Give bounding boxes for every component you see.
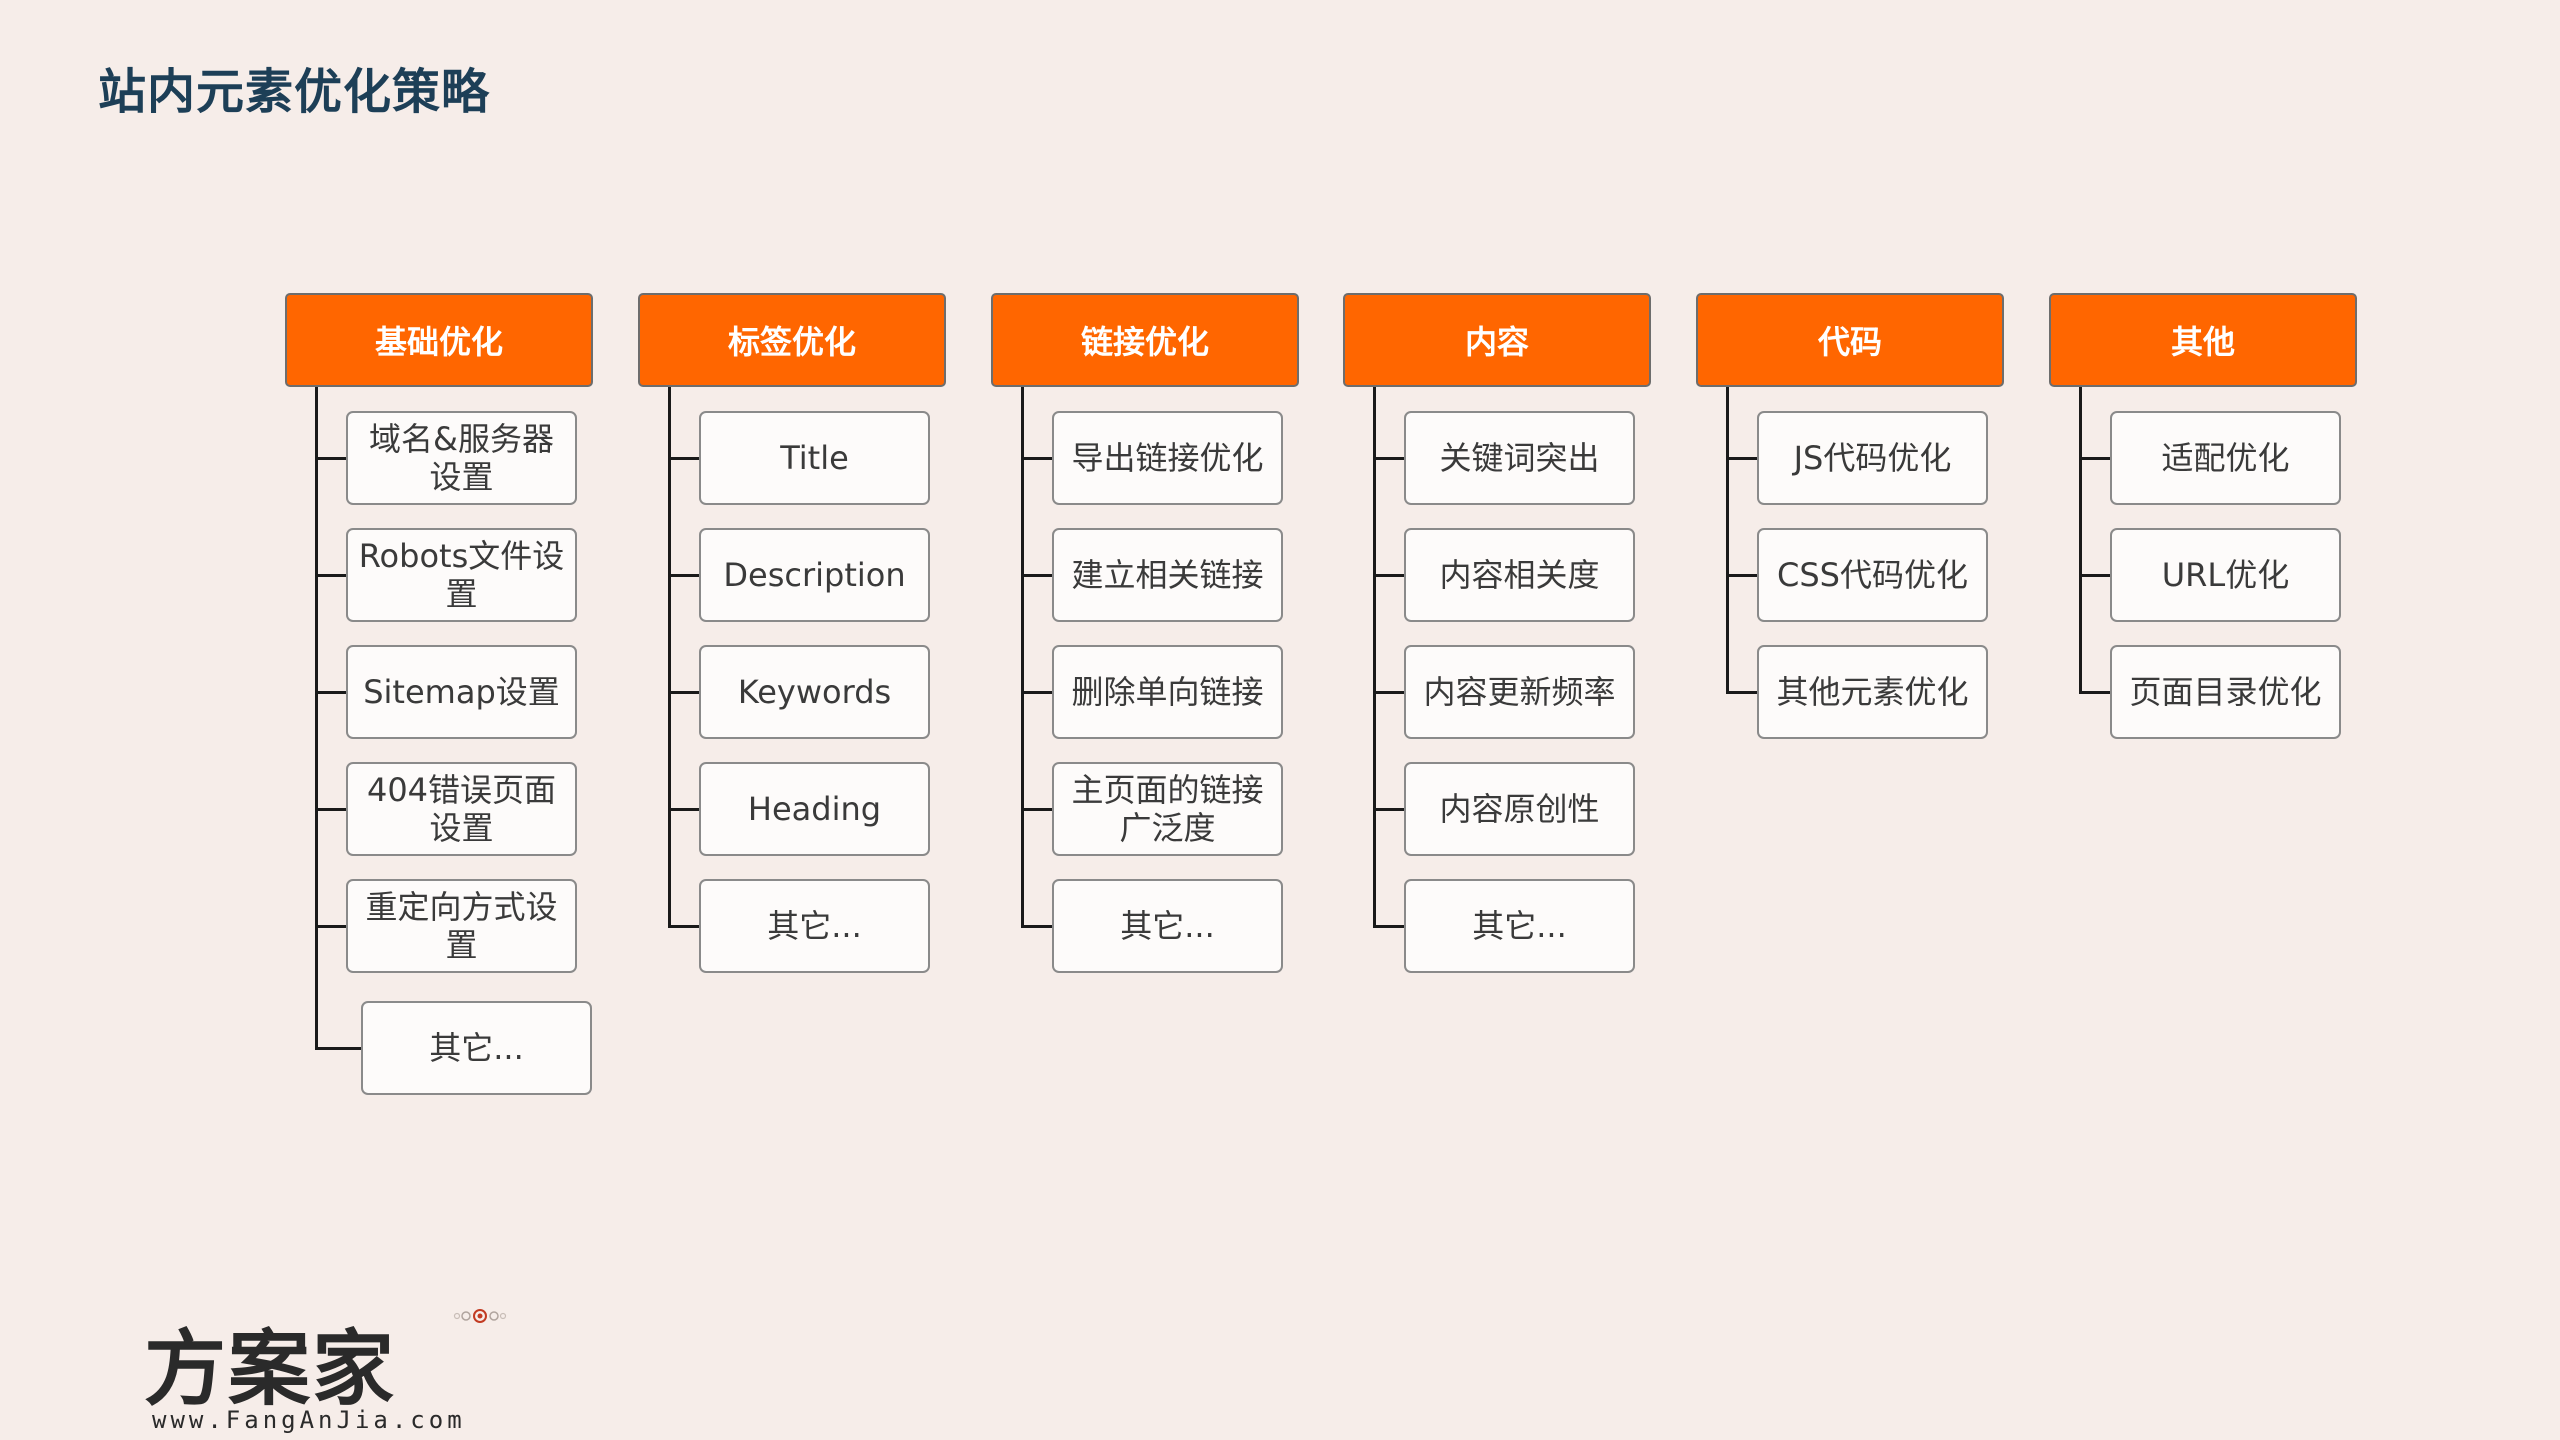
- connector-spine: [315, 387, 318, 1050]
- category-item: Heading: [699, 762, 930, 856]
- category-item: 删除单向链接: [1052, 645, 1283, 739]
- connector-branch: [1726, 691, 1757, 694]
- category-item: 关键词突出: [1404, 411, 1635, 505]
- connector-branch: [1373, 808, 1404, 811]
- connector-spine: [668, 387, 671, 928]
- category-column: 内容关键词突出内容相关度内容更新频率内容原创性其它...: [1343, 0, 1653, 1440]
- connector-branch: [1021, 691, 1052, 694]
- category-item: Sitemap设置: [346, 645, 577, 739]
- connector-branch: [1726, 574, 1757, 577]
- category-item: 域名&服务器设置: [346, 411, 577, 505]
- category-column: 基础优化域名&服务器设置 Robots文件设置 Sitemap设置 404错误页面设置…: [285, 0, 595, 1440]
- category-item: 其它...: [361, 1001, 592, 1095]
- category-column: 链接优化导出链接优化建立相关链接删除单向链接主页面的链接广泛度其它...: [991, 0, 1301, 1440]
- connector-branch: [1373, 574, 1404, 577]
- connector-branch: [2079, 574, 2110, 577]
- category-item: 适配优化: [2110, 411, 2341, 505]
- category-header: 基础优化: [285, 293, 593, 387]
- category-item: 导出链接优化: [1052, 411, 1283, 505]
- category-item: 建立相关链接: [1052, 528, 1283, 622]
- category-item: 其它...: [699, 879, 930, 973]
- category-column: 代码 JS代码优化 CSS代码优化其他元素优化: [1696, 0, 2006, 1440]
- category-item: 重定向方式设置: [346, 879, 577, 973]
- category-header: 内容: [1343, 293, 1651, 387]
- category-item: JS代码优化: [1757, 411, 1988, 505]
- category-item: 404错误页面设置: [346, 762, 577, 856]
- connector-branch: [315, 925, 346, 928]
- connector-branch: [1021, 457, 1052, 460]
- connector-branch: [2079, 457, 2110, 460]
- connector-branch: [1021, 808, 1052, 811]
- category-column: 其他适配优化 URL优化页面目录优化: [2049, 0, 2359, 1440]
- category-item: Keywords: [699, 645, 930, 739]
- connector-branch: [1373, 691, 1404, 694]
- category-item: 主页面的链接广泛度: [1052, 762, 1283, 856]
- connector-spine: [1021, 387, 1024, 928]
- connector-branch: [668, 457, 699, 460]
- category-item: 内容相关度: [1404, 528, 1635, 622]
- connector-spine: [1726, 387, 1729, 694]
- logo-swirl-icon: [453, 1309, 507, 1323]
- brand-logo: 方案家 www.FangAnJia.com: [144, 1306, 544, 1436]
- connector-branch: [1021, 925, 1052, 928]
- category-item: CSS代码优化: [1757, 528, 1988, 622]
- connector-branch: [1726, 457, 1757, 460]
- connector-branch: [668, 691, 699, 694]
- category-item: 其它...: [1052, 879, 1283, 973]
- connector-branch: [315, 691, 346, 694]
- connector-spine: [1373, 387, 1376, 928]
- connector-branch: [315, 1047, 361, 1050]
- connector-branch: [1021, 574, 1052, 577]
- category-item: 内容原创性: [1404, 762, 1635, 856]
- category-item: 其他元素优化: [1757, 645, 1988, 739]
- category-item: 内容更新频率: [1404, 645, 1635, 739]
- logo-name: 方案家: [144, 1321, 397, 1417]
- connector-spine: [2079, 387, 2082, 694]
- category-item: 页面目录优化: [2110, 645, 2341, 739]
- connector-branch: [315, 457, 346, 460]
- connector-branch: [1373, 457, 1404, 460]
- category-header: 其他: [2049, 293, 2357, 387]
- category-header: 标签优化: [638, 293, 946, 387]
- category-header: 链接优化: [991, 293, 1299, 387]
- category-header: 代码: [1696, 293, 2004, 387]
- connector-branch: [1373, 925, 1404, 928]
- logo-url: www.FangAnJia.com: [152, 1406, 466, 1434]
- connector-branch: [2079, 691, 2110, 694]
- connector-branch: [315, 808, 346, 811]
- category-item: URL优化: [2110, 528, 2341, 622]
- category-item: Robots文件设置: [346, 528, 577, 622]
- connector-branch: [668, 925, 699, 928]
- page-title: 站内元素优化策略: [98, 64, 491, 120]
- category-item: Title: [699, 411, 930, 505]
- connector-branch: [668, 574, 699, 577]
- category-item: 其它...: [1404, 879, 1635, 973]
- category-item: Description: [699, 528, 930, 622]
- connector-branch: [668, 808, 699, 811]
- connector-branch: [315, 574, 346, 577]
